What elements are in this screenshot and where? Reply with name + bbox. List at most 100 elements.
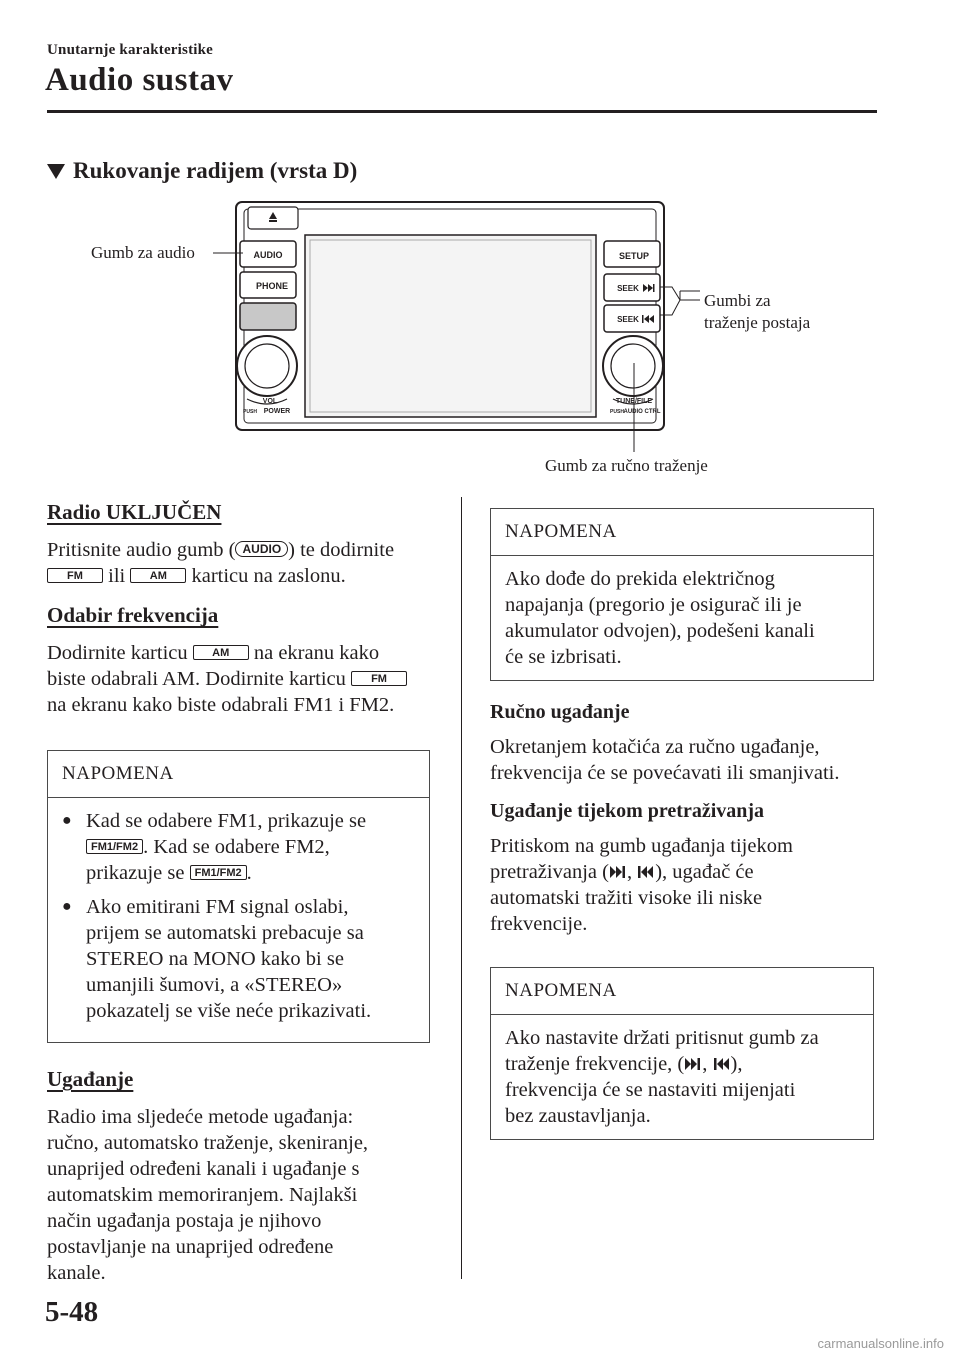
note2-l2: napajanja (pregorio je osigurač ili je <box>505 594 802 616</box>
device-label-seek-up: SEEK <box>617 284 639 293</box>
note3-l2-a: traženje frekvencije, ( <box>505 1053 685 1075</box>
seek-l2-sep: , <box>626 861 638 883</box>
callout-seek-buttons-1: Gumbi za <box>704 291 771 310</box>
bullet-dot-icon: ● <box>62 812 72 829</box>
tuning-l1: Radio ima sljedeće metode ugađanja: <box>47 1106 354 1128</box>
radio-on-heading: Radio UKLJUČEN <box>47 500 222 524</box>
tuning-l2: ručno, automatsko traženje, skeniranje, <box>47 1132 369 1154</box>
eject-icon <box>269 212 277 219</box>
seek-heading: Ugađanje tijekom pretraživanja <box>490 800 765 822</box>
seek-forward-icon <box>685 1058 701 1070</box>
fm-key-icon-2: FM <box>351 671 408 686</box>
note3-l2-b: ), <box>730 1053 743 1075</box>
device-label-setup: SETUP <box>619 251 649 261</box>
note1-b2-l2: prijem se automatski prebacuje sa <box>86 922 364 944</box>
note2-l3: akumulator odvojen), podešeni kanali <box>505 620 815 642</box>
tuning-l6: postavljanje na unaprijed određene <box>47 1236 334 1258</box>
seek-l3: automatski tražiti visoke ili niske <box>490 887 763 909</box>
left-column: Radio UKLJUČEN Pritisnite audio gumb (AU… <box>47 500 447 1286</box>
device-label-vol: VOL <box>263 398 278 405</box>
header-rule <box>47 110 877 113</box>
note3-l4: bez zaustavljanja. <box>505 1105 651 1127</box>
seek-forward-icon <box>609 866 625 878</box>
band-select-heading: Odabir frekvencija <box>47 603 219 627</box>
manual-l2: frekvencija će se povećavati ili smanjiv… <box>490 762 840 784</box>
band-line3: na ekranu kako biste odabrali FM1 i FM2. <box>47 694 395 716</box>
manual-heading: Ručno ugađanje <box>490 701 630 723</box>
tuning-heading: Ugađanje <box>47 1067 134 1091</box>
note-2-title: NAPOMENA <box>491 509 873 556</box>
note3-l2-sep: , <box>702 1053 713 1075</box>
radio-on-text-a: Pritisnite audio gumb ( <box>47 539 236 561</box>
note1-b1-b: . Kad se odabere FM2, <box>143 836 330 858</box>
note1-b2-l4: umanjili šumovi, a «STEREO» <box>86 974 343 996</box>
tuning-l3: unaprijed određeni kanali i ugađanje s <box>47 1158 360 1180</box>
band-line2-a: biste odabrali AM. Dodirnite karticu <box>47 668 352 690</box>
section-title: Rukovanje radijem (vrsta D) <box>73 158 358 183</box>
manual-text: Okretanjem kotačića za ručno ugađanje, f… <box>490 734 875 786</box>
seek-l2-b: ), ugađač će <box>655 861 754 883</box>
note-1-bullet-2: ● Ako emitirani FM signal oslabi, prijem… <box>62 894 415 1024</box>
radio-on-text: Pritisnite audio gumb (AUDIO) te dodirni… <box>47 537 447 589</box>
section-heading: Rukovanje radijem (vrsta D) <box>47 158 357 184</box>
seek-l2-a: pretraživanja ( <box>490 861 609 883</box>
manual-l1: Okretanjem kotačića za ručno ugađanje, <box>490 736 820 758</box>
device-label-audio: AUDIO <box>254 250 283 260</box>
note3-l1: Ako nastavite držati pritisnut gumb za <box>505 1027 819 1049</box>
device-label-audio-ctrl: AUDIO CTRL <box>624 409 661 415</box>
note-1-bullet-1: ● Kad se odabere FM1, prikazuje se FM1/F… <box>62 808 415 886</box>
device-label-phone: PHONE <box>256 281 288 291</box>
callout-manual-tune: Gumb za ručno traženje <box>545 456 708 475</box>
note-box-1: NAPOMENA ● Kad se odabere FM1, prikazuje… <box>47 750 430 1043</box>
radio-on-text-d: karticu na zaslonu. <box>186 565 346 587</box>
note-3-title: NAPOMENA <box>491 968 873 1015</box>
note-1-title: NAPOMENA <box>48 751 429 798</box>
seek-back-icon <box>638 866 654 878</box>
band-line1-b: na ekranu kako <box>248 642 380 664</box>
fm1-fm2-key-icon: FM1/FM2 <box>86 839 144 854</box>
fm-key-icon: FM <box>47 568 103 583</box>
tuning-text: Radio ima sljedeće metode ugađanja: ručn… <box>47 1104 447 1286</box>
note1-b2-l3: STEREO na MONO kako bi se <box>86 948 344 970</box>
tuning-l4: automatskim memoriranjem. Najlakši <box>47 1184 358 1206</box>
seek-text: Pritiskom na gumb ugađanja tijekom pretr… <box>490 833 875 937</box>
note1-b1-a: Kad se odabere FM1, prikazuje se <box>86 810 367 832</box>
radio-unit-figure: AUDIO PHONE SETUP SEEK SEEK VOL PUSH POW… <box>0 195 960 480</box>
note-1-body: ● Kad se odabere FM1, prikazuje se FM1/F… <box>48 798 429 1042</box>
tuning-l7: kanale. <box>47 1262 106 1284</box>
page-number: 5-48 <box>45 1296 99 1328</box>
right-column: NAPOMENA Ako dođe do prekida električnog… <box>490 508 875 1140</box>
note2-l1: Ako dođe do prekida električnog <box>505 568 775 590</box>
band-line1-a: Dodirnite karticu <box>47 642 193 664</box>
am-key-icon: AM <box>130 568 187 583</box>
device-label-push-right: PUSH <box>610 409 624 415</box>
callout-seek-buttons-2: traženje postaja <box>704 313 811 332</box>
band-select-text: Dodirnite karticu AM na ekranu kako bist… <box>47 640 447 718</box>
note1-b1-d: . <box>246 862 252 884</box>
note1-b1-c: prikazuje se <box>86 862 190 884</box>
note2-l4: će se izbrisati. <box>505 646 622 668</box>
watermark: carmanualsonline.info <box>817 1336 944 1351</box>
note1-b2-l5: pokazatelj se više neće prikazivati. <box>86 1000 372 1022</box>
device-label-push-left: PUSH <box>243 409 257 415</box>
note3-l3: frekvencija će se nastaviti mijenjati <box>505 1079 796 1101</box>
column-divider <box>461 497 462 1279</box>
callout-audio-button: Gumb za audio <box>91 243 195 262</box>
note-3-body: Ako nastavite držati pritisnut gumb za t… <box>491 1015 873 1139</box>
seek-l1: Pritiskom na gumb ugađanja tijekom <box>490 835 793 857</box>
section-label: Unutarnje karakteristike <box>47 42 214 58</box>
device-label-seek-down: SEEK <box>617 315 639 324</box>
triangle-down-icon <box>47 163 65 179</box>
radio-on-text-c: ili <box>103 565 131 587</box>
seek-back-icon <box>713 1058 729 1070</box>
bullet-dot-icon: ● <box>62 898 72 915</box>
audio-key-icon: AUDIO <box>235 541 289 557</box>
radio-unit-diagram: AUDIO PHONE SETUP SEEK SEEK VOL PUSH POW… <box>213 201 700 452</box>
note-box-2: NAPOMENA Ako dođe do prekida električnog… <box>490 508 874 681</box>
note-box-3: NAPOMENA Ako nastavite držati pritisnut … <box>490 967 874 1140</box>
chapter-title: Audio sustav <box>45 62 234 98</box>
fm1-fm2-key-icon-2: FM1/FM2 <box>189 865 247 880</box>
seek-l4: frekvencije. <box>490 913 588 935</box>
am-key-icon-2: AM <box>192 645 249 660</box>
device-label-power: POWER <box>264 408 290 415</box>
